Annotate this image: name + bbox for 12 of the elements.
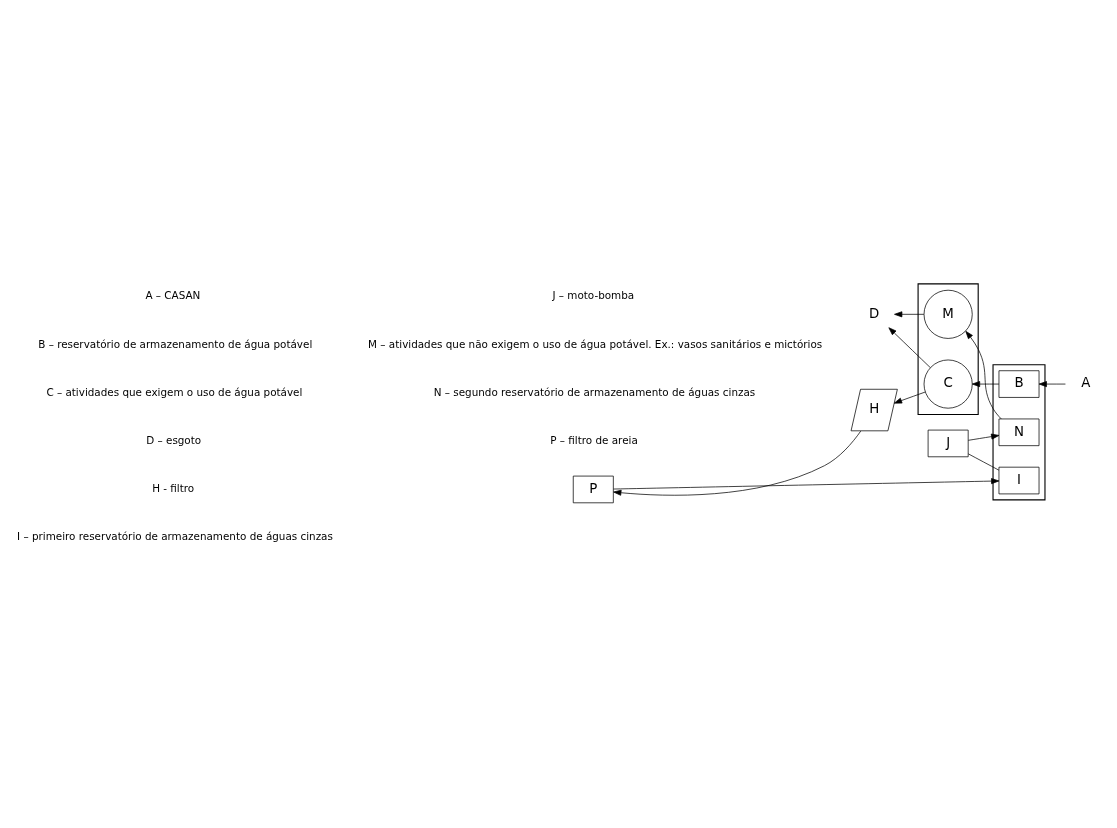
label: A – CASAN (145, 288, 201, 301)
label: I – primeiro reservatório de armazenamento de águas cinzas (17, 529, 333, 542)
label: J – moto-bomba (552, 288, 635, 301)
label: D – esgoto (146, 433, 202, 446)
label: M – atividades que não exigem o uso de água potável. Ex.: vasos sanitários e mictórios (368, 337, 823, 349)
node-text: A (1081, 374, 1091, 390)
label: C – atividades que exigem o uso de água potável (46, 385, 303, 398)
label: B – reservatório de armazenamento de água potável (38, 337, 313, 349)
node-text: D (869, 305, 880, 321)
label: P – filtro de areia (550, 433, 638, 446)
label: H - filtro (152, 481, 195, 494)
label: N – segundo reservatório de armazenamento de águas cinzas (433, 385, 756, 398)
